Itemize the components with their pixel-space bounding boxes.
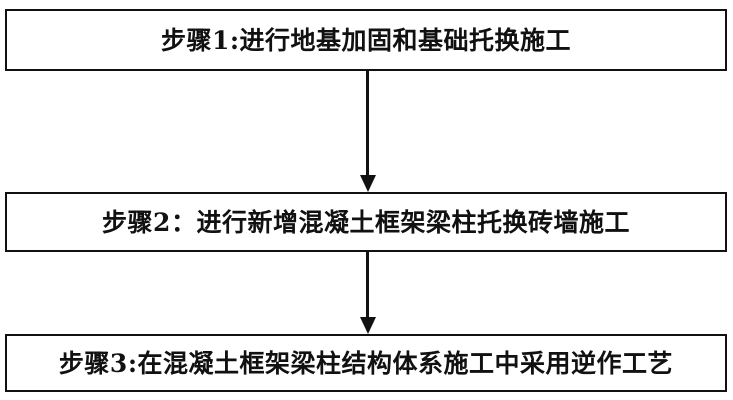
connector-line [366, 71, 369, 175]
flowchart-step-box-1: 步骤1:进行地基加固和基础托换施工 [5, 9, 727, 71]
flowchart-step-box-2: 步骤2：进行新增混凝土框架梁柱托换砖墙施工 [5, 192, 727, 252]
flowchart-connector-1 [360, 71, 376, 192]
flowchart-step-label-1: 步骤1:进行地基加固和基础托换施工 [160, 25, 572, 55]
flowchart-connector-2 [360, 252, 376, 334]
arrow-down-icon [360, 175, 376, 192]
arrow-down-icon [360, 317, 376, 334]
flowchart-step-label-3: 步骤3:在混凝土框架梁柱结构体系施工中采用逆作工艺 [58, 348, 674, 378]
connector-line [366, 252, 369, 317]
flowchart-step-box-3: 步骤3:在混凝土框架梁柱结构体系施工中采用逆作工艺 [5, 334, 727, 392]
flowchart-step-label-2: 步骤2：进行新增混凝土框架梁柱托换砖墙施工 [102, 207, 630, 237]
